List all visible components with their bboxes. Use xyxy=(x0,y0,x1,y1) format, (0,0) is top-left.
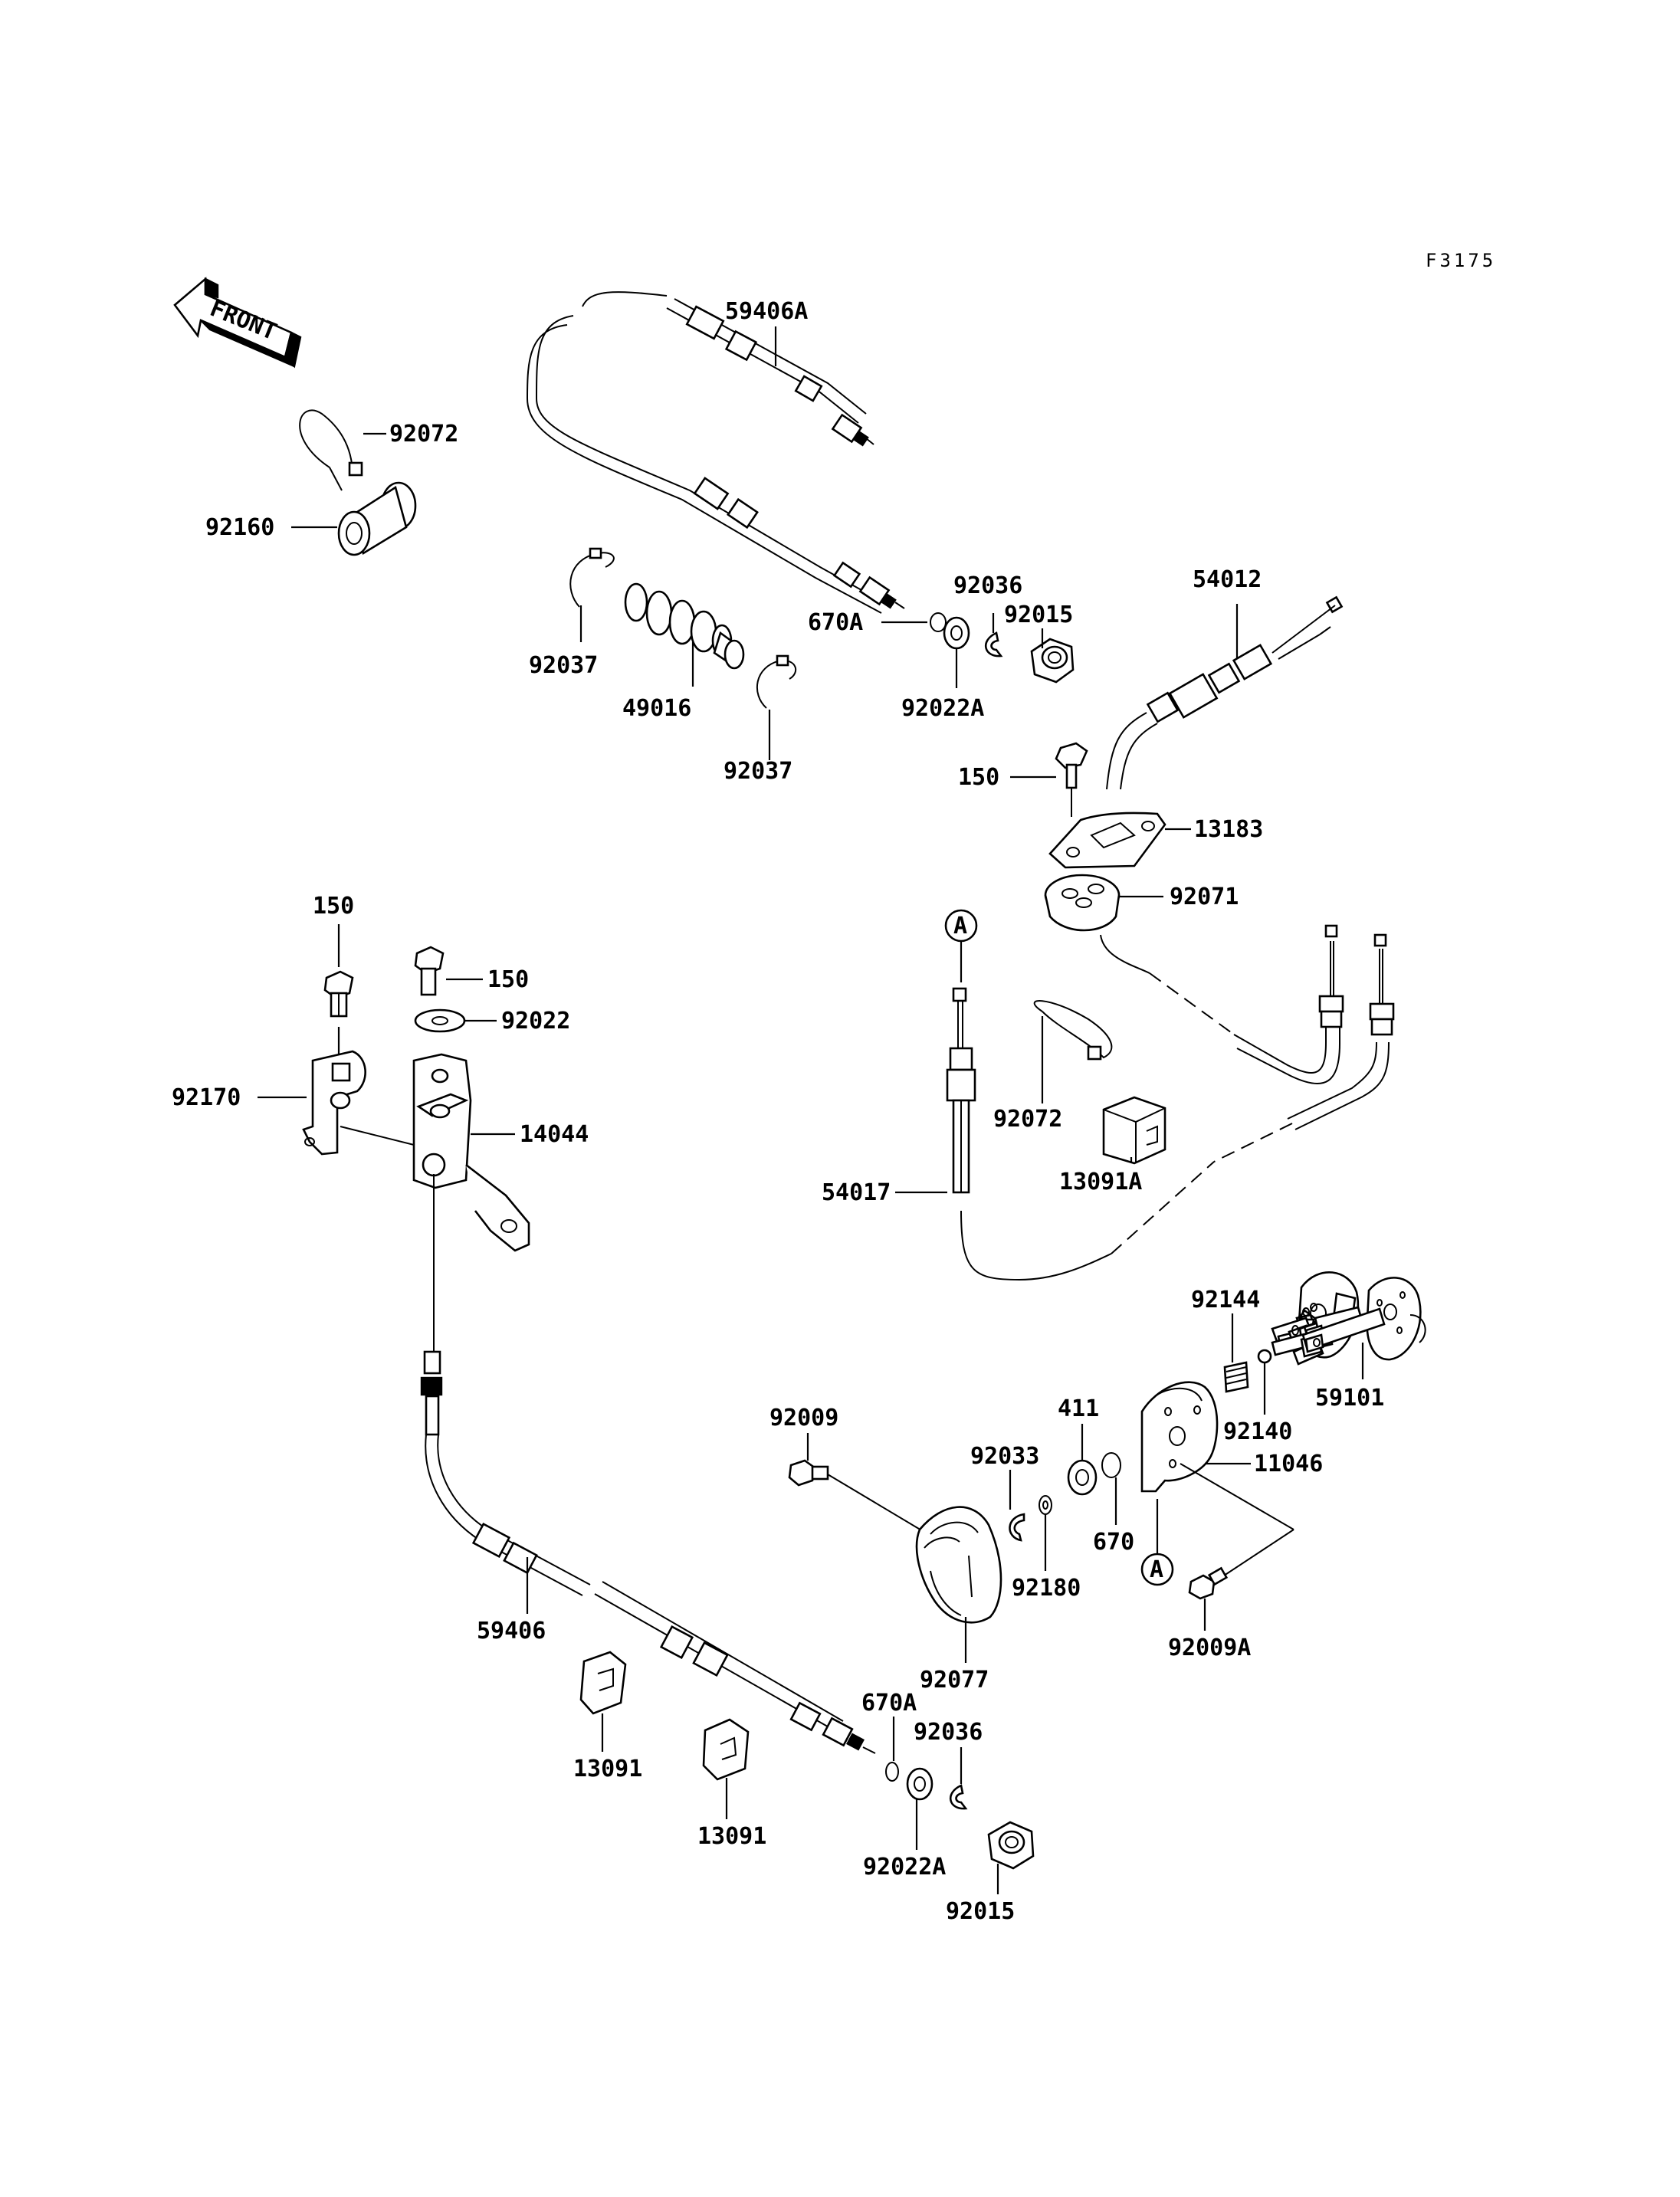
washer-411 xyxy=(1067,1459,1098,1496)
label-92022A-top: 92022A xyxy=(901,695,984,722)
label-92077: 92077 xyxy=(920,1667,989,1694)
label-92180: 92180 xyxy=(1012,1575,1081,1602)
svg-text:A: A xyxy=(953,913,967,939)
choke-cable-54017 xyxy=(946,987,1215,1281)
label-92009A: 92009A xyxy=(1168,1635,1251,1661)
label-14044: 14044 xyxy=(520,1121,589,1148)
front-arrow-icon: FRONT xyxy=(173,277,302,369)
cable-tie-mid xyxy=(1033,1000,1113,1061)
diagram-code: F3175 xyxy=(1426,250,1496,271)
grommet-13091A xyxy=(1102,1096,1166,1165)
bolt-150-right xyxy=(1055,742,1088,817)
ball-92140 xyxy=(1257,1349,1272,1364)
ring-92180 xyxy=(1039,1495,1052,1515)
label-13091-right: 13091 xyxy=(697,1823,766,1850)
label-92071: 92071 xyxy=(1170,884,1239,910)
label-670: 670 xyxy=(1093,1529,1134,1556)
spring-92144 xyxy=(1223,1361,1249,1393)
label-92022A-bottom: 92022A xyxy=(863,1854,946,1881)
label-11046: 11046 xyxy=(1254,1451,1323,1477)
o-ring-670A-top xyxy=(930,612,947,632)
clamp-92037-right xyxy=(756,654,797,709)
grommet-13091-left xyxy=(579,1651,627,1715)
clip-92170 xyxy=(302,1050,366,1156)
label-92160: 92160 xyxy=(205,514,274,541)
washer-92022A-top xyxy=(943,616,970,650)
circlip-92033 xyxy=(1009,1513,1025,1542)
label-92015-top: 92015 xyxy=(1004,602,1073,628)
label-150-mid: 150 xyxy=(487,966,529,993)
label-59101: 59101 xyxy=(1315,1385,1384,1412)
label-92072-mid: 92072 xyxy=(993,1106,1062,1133)
holder-92071 xyxy=(1044,874,1121,932)
callout-A-lower: A xyxy=(1140,1553,1174,1586)
bracket-14044 xyxy=(412,1053,530,1252)
washer-92022 xyxy=(414,1008,466,1033)
screw-92009A xyxy=(1188,1566,1229,1600)
nut-92015-bottom xyxy=(987,1821,1035,1870)
label-670A-bottom: 670A xyxy=(861,1690,917,1717)
label-92170: 92170 xyxy=(172,1084,241,1111)
bolt-150-mid xyxy=(414,946,445,996)
choke-cable-routing xyxy=(1100,924,1395,1162)
label-92037-right: 92037 xyxy=(724,758,792,785)
label-13183: 13183 xyxy=(1194,816,1263,843)
label-54017: 54017 xyxy=(822,1179,891,1206)
throttle-cable-59406A xyxy=(526,291,905,614)
svg-text:A: A xyxy=(1150,1556,1163,1583)
grommet-13091-right xyxy=(702,1718,750,1781)
label-92036-top: 92036 xyxy=(953,572,1022,599)
clamp-92037-left xyxy=(569,547,615,608)
label-92140: 92140 xyxy=(1223,1418,1292,1445)
clip-92036-bottom xyxy=(949,1784,968,1810)
label-92037-left: 92037 xyxy=(529,652,598,679)
label-411: 411 xyxy=(1058,1395,1099,1422)
label-92144: 92144 xyxy=(1191,1287,1260,1313)
label-92072-top: 92072 xyxy=(389,421,458,448)
washer-92022A-bottom xyxy=(906,1767,934,1801)
label-59406A: 59406A xyxy=(725,298,808,325)
clip-92036-top xyxy=(984,631,1003,657)
label-92022: 92022 xyxy=(501,1008,570,1035)
label-13091A: 13091A xyxy=(1059,1169,1142,1195)
label-150-right: 150 xyxy=(958,764,999,791)
label-670A-top: 670A xyxy=(808,609,863,636)
nut-92015-top xyxy=(1030,638,1075,684)
label-49016: 49016 xyxy=(622,695,691,722)
o-ring-670A-bottom xyxy=(885,1762,899,1782)
label-92009: 92009 xyxy=(769,1405,838,1431)
label-54012: 54012 xyxy=(1193,566,1262,593)
plate-13183 xyxy=(1048,812,1166,869)
cable-tie-top-left xyxy=(299,409,363,491)
throttle-cable-59406 xyxy=(420,1350,876,1754)
bolt-92009 xyxy=(788,1459,931,1536)
label-13091-left: 13091 xyxy=(573,1756,642,1782)
label-150-left: 150 xyxy=(313,893,354,920)
label-92036-bottom: 92036 xyxy=(914,1719,983,1746)
callout-A-upper: A xyxy=(944,909,978,943)
label-92033: 92033 xyxy=(970,1443,1039,1470)
shaft-59101-disk xyxy=(1301,1277,1426,1361)
label-92015-bottom: 92015 xyxy=(946,1898,1015,1925)
bolt-150-left xyxy=(323,970,354,1018)
bracket-11046 xyxy=(1140,1381,1219,1493)
knob-92077 xyxy=(915,1506,1002,1624)
boot-49016 xyxy=(624,582,745,670)
grommet-92160 xyxy=(337,481,417,556)
choke-cable-54012 xyxy=(1106,595,1344,790)
o-ring-670 xyxy=(1101,1452,1121,1478)
label-59406: 59406 xyxy=(477,1618,546,1644)
part-labels: 59406A 92072 92160 92036 92015 670A 5401… xyxy=(172,298,1384,1925)
